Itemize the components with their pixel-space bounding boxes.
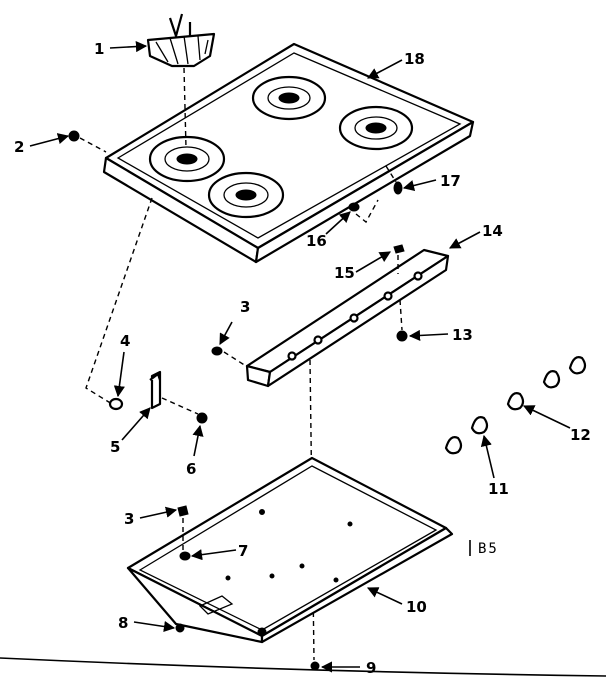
callout-13: 13 <box>452 326 473 344</box>
base-line <box>0 657 607 677</box>
arrow-4 <box>113 351 125 398</box>
callout-5: 5 <box>110 438 120 456</box>
screw-part-6 <box>196 412 208 424</box>
arrow-3-upper <box>219 321 233 345</box>
callout-8: 8 <box>118 614 128 632</box>
callout-9: 9 <box>366 659 376 677</box>
callout-16: 16 <box>306 232 327 250</box>
callout-3-lower: 3 <box>124 510 134 528</box>
control-knob-part-11a <box>444 436 463 455</box>
control-knob-part-11b <box>470 416 489 435</box>
callout-4: 4 <box>120 332 130 350</box>
screw-part-17 <box>393 181 403 195</box>
arrow-13 <box>408 329 449 342</box>
leader-dash-2 <box>79 137 107 153</box>
leader-dash-17 <box>385 165 397 183</box>
leader-dash-5 <box>161 397 199 415</box>
manifold-panel-part-14 <box>245 248 450 388</box>
callout-3-upper: 3 <box>240 298 250 316</box>
control-knob-part-12b <box>542 370 561 389</box>
burner-box-pan-part-10 <box>126 456 454 644</box>
callout-12: 12 <box>570 426 591 444</box>
burner-drip-bowl-rear-left <box>148 135 226 183</box>
hinge-bracket-part-5 <box>149 370 162 410</box>
arrow-6 <box>192 424 204 457</box>
leader-dash-1 <box>183 67 187 149</box>
leader-dash-13 <box>399 299 403 331</box>
callout-14: 14 <box>482 222 503 240</box>
burner-drip-bowl-rear-right <box>251 75 327 121</box>
arrow-11 <box>480 434 495 479</box>
screw-part-3-lower <box>177 505 189 517</box>
leader-dash-3-upper <box>223 351 247 367</box>
control-knob-part-12a <box>506 392 525 411</box>
clip-part-4 <box>108 397 124 411</box>
spring-clip-part-16 <box>348 202 360 212</box>
screw-part-7 <box>179 551 191 561</box>
cooktop-main-top <box>102 42 475 264</box>
arrow-3-lower <box>139 506 178 519</box>
arrow-15 <box>355 251 391 273</box>
arrow-7 <box>190 549 237 561</box>
arrow-2 <box>29 133 70 147</box>
callout-18: 18 <box>404 50 425 68</box>
screw-part-2 <box>68 130 80 142</box>
arrow-10 <box>366 587 403 605</box>
arrow-16 <box>325 211 351 235</box>
screw-part-13 <box>396 330 408 342</box>
diagram-code: B5 <box>478 541 499 557</box>
leader-dash-16 <box>355 199 379 224</box>
arrow-5 <box>121 407 151 441</box>
screw-part-3-upper <box>211 346 223 356</box>
arrow-17 <box>402 179 437 191</box>
callout-6: 6 <box>186 460 196 478</box>
burner-drip-bowl-front-right <box>338 105 414 151</box>
arrow-12 <box>522 405 571 429</box>
leader-dash-4 <box>85 197 153 405</box>
burner-spider-part <box>146 13 216 68</box>
spacer-part-15 <box>393 244 405 254</box>
screw-part-9 <box>310 661 320 671</box>
callout-11: 11 <box>488 480 509 498</box>
callout-10: 10 <box>406 598 427 616</box>
callout-15: 15 <box>334 264 355 282</box>
burner-drip-bowl-front-left <box>207 171 285 219</box>
callout-7: 7 <box>238 542 248 560</box>
arrow-14 <box>449 231 481 249</box>
arrow-1 <box>109 40 148 53</box>
callout-1: 1 <box>94 40 104 58</box>
control-knob-part-12c <box>568 356 587 375</box>
arrow-8 <box>133 620 176 633</box>
callout-2: 2 <box>14 138 24 156</box>
callout-17: 17 <box>440 172 461 190</box>
arrow-18 <box>367 59 403 79</box>
